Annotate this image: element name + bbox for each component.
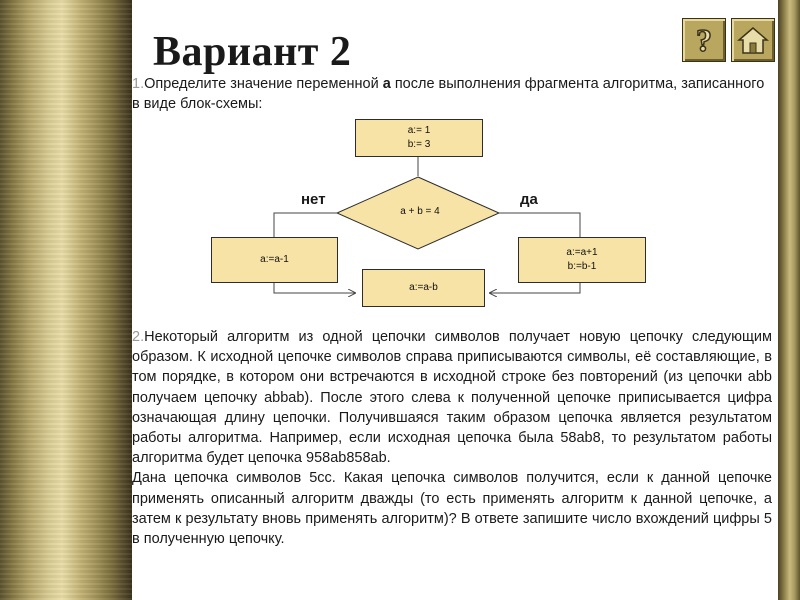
init-block: a:= 1 b:= 3: [355, 119, 483, 157]
decorative-left-frame: [0, 0, 132, 600]
no-action-block: a:=a-1: [211, 237, 338, 283]
question-2-para1-text: Некоторый алгоритм из одной цепочки симв…: [132, 329, 772, 467]
question-1-text-after: после выполнения фрагмента алгоритма, за…: [132, 76, 765, 112]
question-2: 2.Некоторый алгоритм из одной цепочки си…: [132, 327, 772, 549]
svg-text:?: ?: [696, 24, 712, 56]
question-1-number: 1.: [132, 76, 145, 92]
no-action-text: a:=a-1: [260, 254, 289, 265]
yes-action-line-2: b:=b-1: [567, 261, 597, 272]
help-button[interactable]: ?: [682, 18, 726, 62]
question-2-number: 2.: [132, 329, 145, 345]
condition-label: a + b = 4: [400, 206, 440, 217]
init-line-1: a:= 1: [407, 125, 431, 136]
connector-yes-to-merge: [490, 281, 581, 293]
condition-diamond: [335, 176, 501, 250]
question-2-paragraph-2: Дана цепочка символов 5cc. Какая цепочка…: [132, 470, 772, 548]
branch-yes-label: да: [520, 191, 538, 208]
question-1-variable: а: [382, 76, 391, 92]
merge-action-text: a:=a-b: [409, 282, 438, 293]
branch-no-label: нет: [301, 191, 326, 208]
yes-action-line-1: a:=a+1: [566, 247, 598, 258]
question-mark-icon: ?: [695, 24, 713, 56]
home-button[interactable]: [731, 18, 775, 62]
yes-action-block: a:=a+1 b:=b-1: [518, 237, 646, 283]
question-2-paragraph-1: 2.Некоторый алгоритм из одной цепочки си…: [132, 327, 772, 468]
decorative-right-frame: [778, 0, 800, 600]
connector-no-branch: [273, 212, 337, 237]
page-title: Вариант 2: [153, 29, 352, 75]
connector-yes-branch: [499, 212, 581, 237]
question-1: 1.Определите значение переменной а после…: [132, 74, 772, 114]
init-line-2: b:= 3: [407, 139, 431, 150]
connector-no-to-merge: [273, 281, 355, 293]
question-1-text-before: Определите значение переменной: [144, 76, 383, 92]
merge-action-block: a:=a-b: [362, 269, 485, 307]
house-icon: [737, 27, 769, 54]
